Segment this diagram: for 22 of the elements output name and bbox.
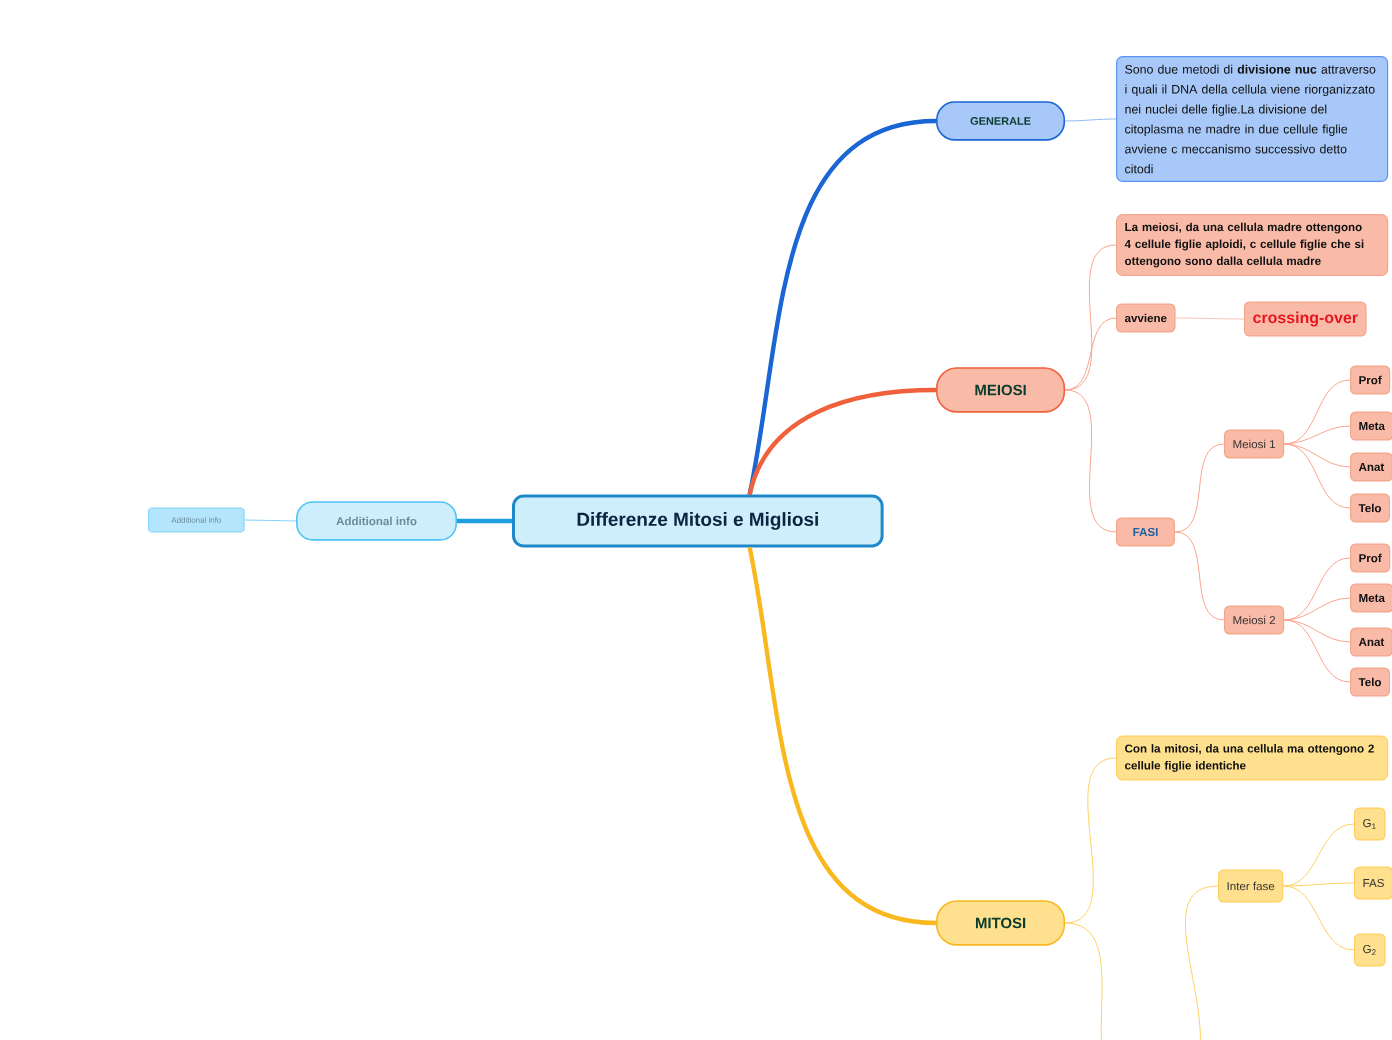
connector <box>1064 757 1117 924</box>
connector <box>747 387 937 496</box>
connector <box>1064 118 1117 122</box>
connector <box>1283 597 1351 621</box>
connector <box>1282 885 1355 951</box>
connector <box>1175 317 1245 320</box>
connector <box>747 118 937 495</box>
connector <box>1283 443 1351 509</box>
connector <box>1174 443 1225 533</box>
connector <box>244 519 297 522</box>
connector <box>1283 443 1351 468</box>
connector <box>1185 885 1219 1040</box>
connector <box>1064 317 1117 391</box>
connector <box>1174 531 1225 621</box>
connector <box>1282 882 1355 887</box>
connector <box>1064 922 1103 1040</box>
connector <box>1283 619 1351 683</box>
connector <box>457 518 512 524</box>
connector <box>747 546 937 926</box>
connector <box>1283 425 1351 445</box>
connector <box>1064 389 1117 533</box>
topic-box: Differenze Mitosi e Migliosi <box>512 494 884 548</box>
